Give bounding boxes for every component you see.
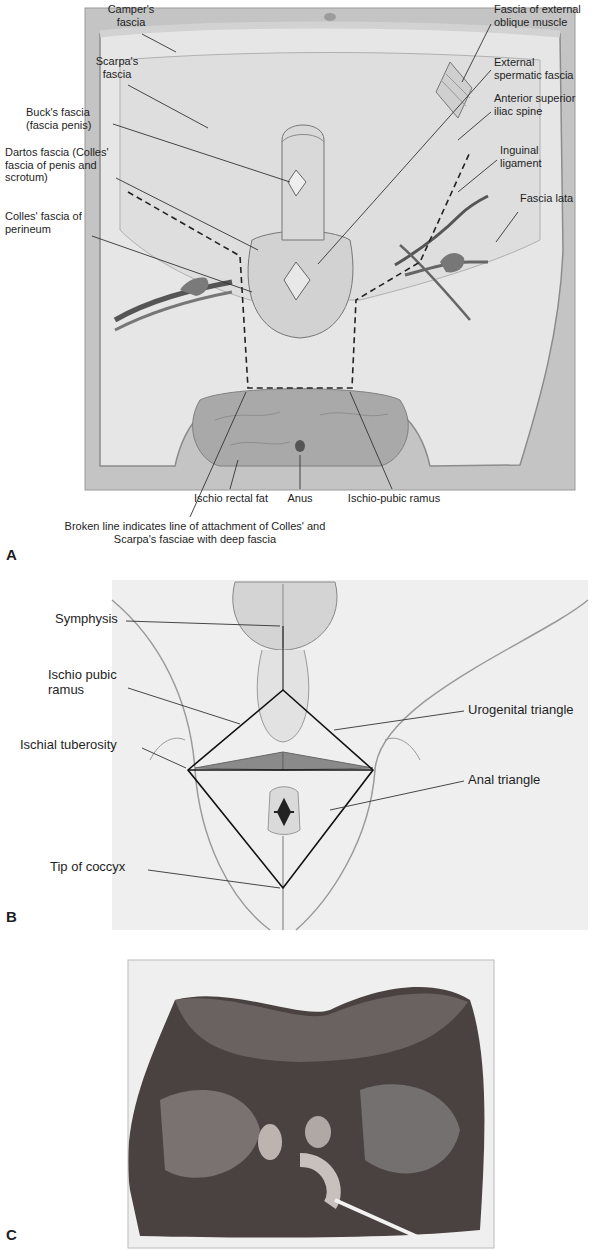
fascia-label: Scarpa's fascia [86,55,148,80]
structure-label: Anus [280,492,320,505]
fascia-label: Fascia lata [520,192,580,205]
region-label: Ischio rectal fat [188,492,274,505]
fascia-label: External spermatic fascia [494,56,584,81]
panel-b-illustration [112,580,588,930]
fascia-label: Fascia of external oblique muscle [494,3,590,28]
bone-label: Tip of coccyx [50,860,148,875]
region-label: Anal triangle [468,773,578,788]
panel-letter: A [6,546,17,563]
panel-letter: B [6,908,17,925]
fascia-label: Buck's fascia (fascia penis) [26,106,114,131]
fascia-label: Dartos fascia (Colles' fascia of penis a… [5,146,115,184]
fascia-label: Colles' fascia of perineum [5,210,95,235]
ligament-label: Inguinal ligament [500,144,580,169]
note-text: Broken line indicates line of attachment… [60,520,330,545]
fascia-label: Camper's fascia [95,3,167,28]
bone-label: Ischio pubic ramus [48,668,128,698]
panel-a-illustration [85,8,575,517]
panel-letter: C [6,1226,17,1243]
bone-label: Ischial tuberosity [20,738,142,753]
bone-label: Symphysis [55,612,127,627]
panel-c-photo [128,960,494,1248]
bone-label: Ischio-pubic ramus [336,492,452,505]
landmark-label: Anterior superior iliac spine [494,92,586,117]
region-label: Urogenital triangle [468,703,590,718]
